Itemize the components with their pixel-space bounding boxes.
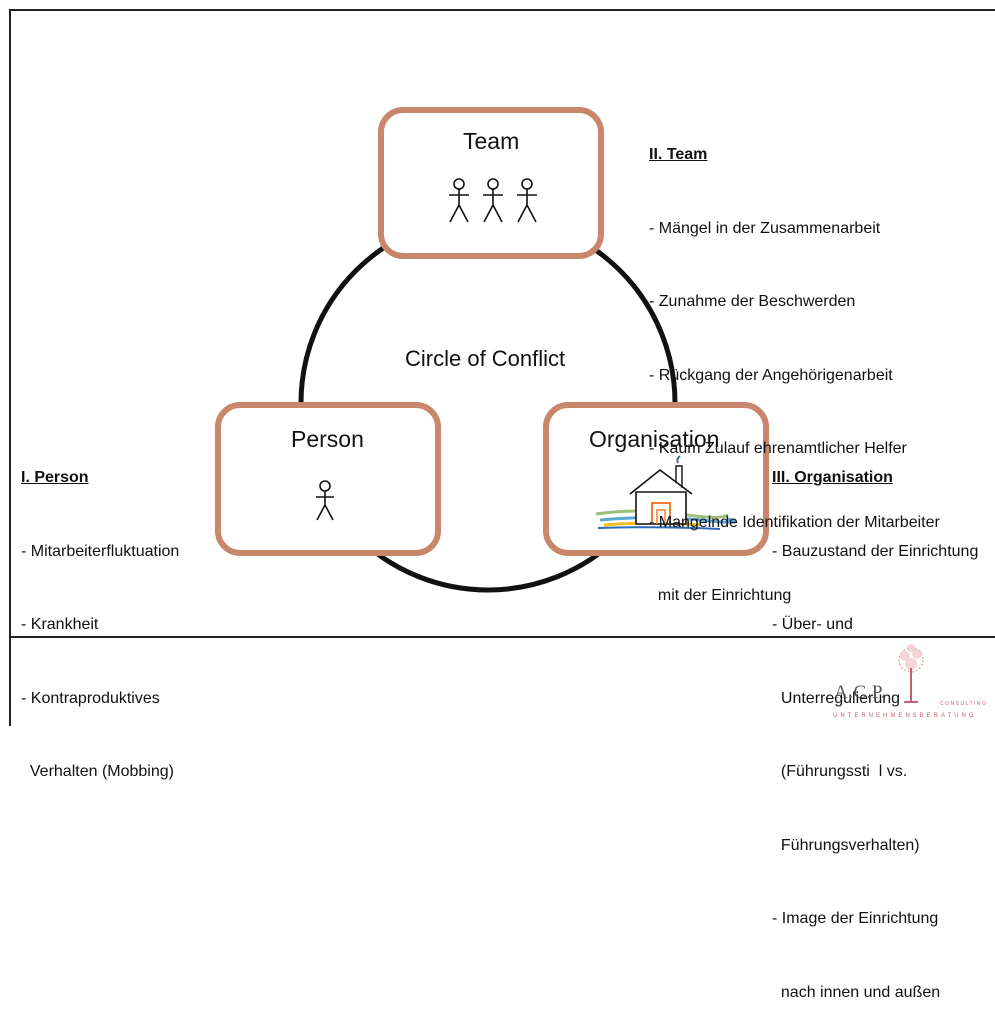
person-note-item: Verhalten (Mobbing) bbox=[21, 763, 174, 780]
footer-divider bbox=[9, 636, 995, 638]
team-note-item: - Kaum Zulauf ehrenamtlicher Helfer bbox=[649, 440, 907, 457]
organisation-note-item: nach innen und außen bbox=[772, 983, 941, 1001]
organisation-note-item: Führungsverhalten) bbox=[772, 836, 920, 854]
team-box bbox=[378, 107, 604, 259]
team-note-item: - Zunahme der Beschwerden bbox=[649, 293, 856, 310]
organisation-label: Organisation bbox=[589, 426, 720, 452]
person-note-item: - Krankheit bbox=[21, 616, 99, 633]
team-notes-heading: II. Team bbox=[649, 146, 708, 163]
organisation-notes: III. Organisation - Bauzustand der Einri… bbox=[772, 417, 995, 1030]
organisation-note-item: - Bauzustand der Einrichtung bbox=[772, 542, 979, 560]
team-note-item: mit der Einrichtung bbox=[649, 587, 792, 604]
center-label: Circle of Conflict bbox=[405, 346, 566, 371]
organisation-note-item: - Über- und bbox=[772, 616, 853, 633]
organisation-notes-heading: III. Organisation bbox=[772, 469, 893, 486]
person-box bbox=[215, 402, 441, 556]
logo-tree-icon bbox=[898, 644, 924, 703]
three-people-icon bbox=[449, 178, 537, 223]
logo-subtitle: UNTERNEHMENSBERATUNG bbox=[833, 713, 977, 719]
logo-consulting: CONSULTING bbox=[940, 701, 988, 707]
person-note-item: - Mitarbeiterfluktuation bbox=[21, 542, 180, 560]
organisation-note-item: Unterregulierung bbox=[772, 689, 901, 707]
house-icon bbox=[595, 455, 736, 530]
diagram-canvas bbox=[215, 107, 924, 703]
person-note-item: - Kontraproduktives bbox=[21, 689, 160, 707]
person-notes: I. Person - Mitarbeiterfluktuation - Kra… bbox=[21, 417, 179, 809]
person-icon bbox=[316, 480, 334, 521]
slide-frame bbox=[9, 9, 995, 726]
organisation-note-item: - Image der Einrichtung bbox=[772, 910, 939, 927]
logo-name: A.C.P. bbox=[834, 682, 887, 703]
team-note-item: - Mangelnde Identifikation der Mitarbeit… bbox=[649, 513, 940, 531]
team-notes: II. Team - Mängel in der Zusammenarbeit … bbox=[649, 94, 940, 633]
team-note-item: - Mängel in der Zusammenarbeit bbox=[649, 219, 881, 237]
person-label: Person bbox=[291, 426, 364, 452]
organisation-note-item: (Führungssti l vs. bbox=[772, 763, 908, 780]
team-label: Team bbox=[463, 128, 520, 154]
team-note-item: - Rückgang der Angehörigenarbeit bbox=[649, 366, 893, 384]
person-notes-heading: I. Person bbox=[21, 469, 89, 486]
